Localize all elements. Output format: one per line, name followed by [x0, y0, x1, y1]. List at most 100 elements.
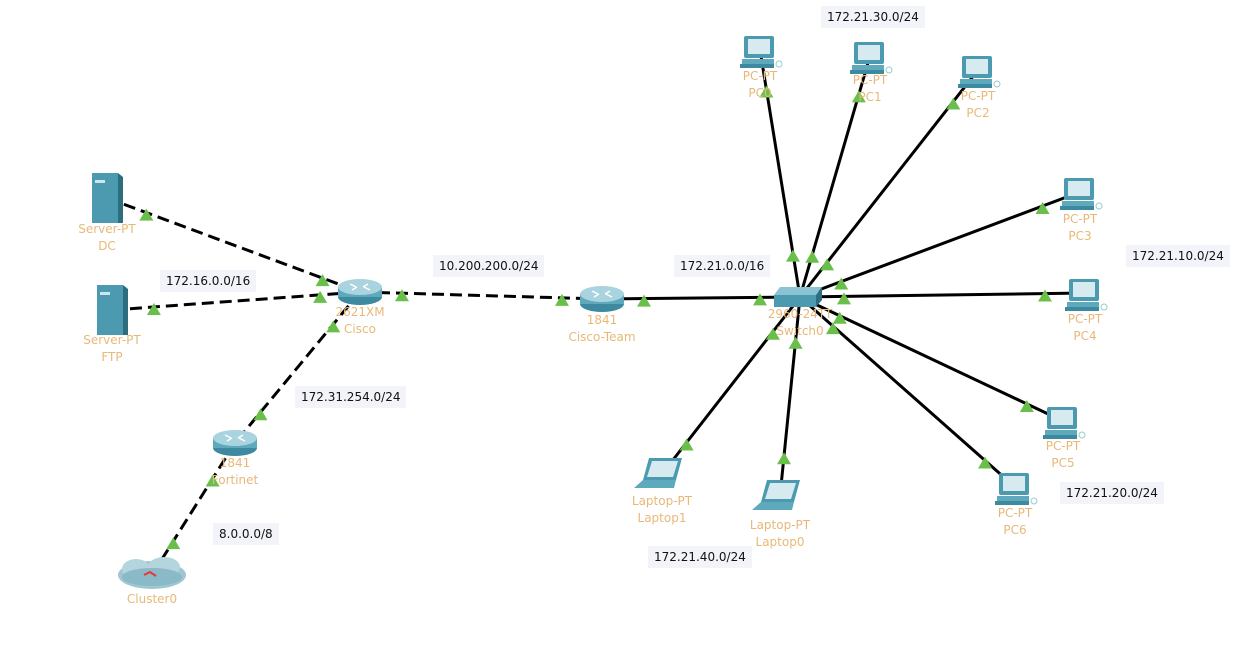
device-name-label: PC0: [748, 86, 771, 100]
device-name-label: PC5: [1051, 456, 1074, 470]
port-status-up-icon: [679, 438, 694, 451]
port-status-up-icon: [978, 456, 993, 469]
port-status-up-icon: [788, 336, 803, 349]
device-model-label: 2621XM: [335, 305, 384, 319]
device-name-label: PC3: [1068, 229, 1091, 243]
port-status-up-icon: [555, 293, 570, 306]
device-DC[interactable]: Server-PT DC: [78, 173, 136, 253]
subnet-note: 172.21.20.0/24: [1060, 482, 1164, 504]
pc-icon: [850, 42, 893, 74]
link-Switch0-PC3[interactable]: [799, 190, 1081, 299]
subnet-note: 172.31.254.0/24: [295, 386, 407, 408]
device-model-label: PC-PT: [853, 73, 888, 87]
port-status-up-icon: [820, 258, 835, 271]
device-model-label: PC-PT: [743, 69, 778, 83]
device-FTP[interactable]: Server-PT FTP: [83, 285, 141, 364]
laptop-icon: [634, 458, 682, 488]
subnet-note: 10.200.200.0/24: [433, 255, 545, 277]
router-icon: [580, 286, 624, 312]
device-model-label: PC-PT: [1063, 212, 1098, 226]
link-Fortinet-Cluster0[interactable]: [150, 442, 237, 576]
device-model-label: Server-PT: [83, 333, 141, 347]
device-model-label: PC-PT: [1068, 312, 1103, 326]
pc-icon: [958, 56, 1001, 88]
pc-icon: [740, 36, 783, 68]
device-PC0[interactable]: PC-PT PC0: [740, 36, 783, 100]
port-status-up-icon: [753, 293, 768, 306]
device-name-label: Laptop1: [638, 511, 687, 525]
link-Switch0-PC5[interactable]: [799, 295, 1064, 423]
pc-icon: [1060, 178, 1103, 210]
device-Cisco[interactable]: 2621XM Cisco: [335, 279, 385, 336]
router-icon: [338, 279, 382, 305]
device-name-label: Cisco: [344, 322, 376, 336]
port-status-up-icon: [326, 320, 341, 333]
device-name-label: DC: [98, 239, 116, 253]
server-icon: [97, 285, 128, 335]
subnet-note: 172.16.0.0/16: [160, 270, 257, 292]
device-name-label: Fortinet: [212, 473, 259, 487]
device-PC1[interactable]: PC-PT PC1: [850, 42, 893, 104]
device-model-label: PC-PT: [998, 506, 1033, 520]
port-status-up-icon: [836, 292, 851, 305]
pc-icon: [1065, 279, 1108, 311]
pc-icon: [1043, 407, 1086, 439]
subnet-note: 172.21.30.0/24: [821, 6, 925, 28]
device-name-label: Cisco-Team: [568, 330, 635, 344]
device-name-label: PC4: [1073, 329, 1096, 343]
device-Cluster0[interactable]: Cluster0: [118, 557, 186, 606]
device-name-label: PC1: [858, 90, 881, 104]
port-status-up-icon: [166, 537, 181, 550]
port-status-up-icon: [946, 97, 961, 110]
subnet-note: 172.21.10.0/24: [1126, 245, 1230, 267]
port-status-up-icon: [805, 250, 820, 263]
device-name-label: Laptop0: [756, 535, 805, 549]
device-PC2[interactable]: PC-PT PC2: [958, 56, 1001, 120]
port-status-up-icon: [851, 90, 866, 103]
device-model-label: Server-PT: [78, 222, 136, 236]
link-Cisco-CiscoTeam[interactable]: [359, 290, 603, 301]
link-Switch0-PC4[interactable]: [799, 291, 1086, 299]
pc-icon: [995, 473, 1038, 505]
device-model-label: 1841: [587, 313, 618, 327]
port-status-up-icon: [146, 302, 161, 315]
device-name-label: Cluster0: [127, 592, 177, 606]
device-model-label: 2960-24TT: [768, 307, 833, 321]
device-Switch0[interactable]: 2960-24TT Switch0: [768, 287, 833, 338]
device-PC6[interactable]: PC-PT PC6: [995, 473, 1038, 537]
port-status-up-icon: [394, 289, 409, 302]
cloud-icon: [118, 557, 186, 589]
port-status-up-icon: [636, 294, 651, 307]
laptop-icon: [752, 480, 800, 510]
device-PC3[interactable]: PC-PT PC3: [1060, 178, 1103, 243]
port-status-up-icon: [759, 85, 774, 98]
device-model-label: 1841: [220, 456, 251, 470]
device-name-label: FTP: [101, 350, 122, 364]
device-model-label: PC-PT: [1046, 439, 1081, 453]
device-name-label: Switch0: [776, 324, 823, 338]
port-status-up-icon: [776, 452, 791, 465]
port-status-up-icon: [315, 274, 330, 287]
switch-icon: [774, 287, 822, 307]
device-model-label: PC-PT: [961, 89, 996, 103]
port-status-up-icon: [205, 474, 220, 487]
device-name-label: PC2: [966, 106, 989, 120]
device-PC4[interactable]: PC-PT PC4: [1065, 279, 1108, 343]
port-status-up-icon: [765, 327, 780, 340]
subnet-note: 8.0.0.0/8: [213, 523, 279, 545]
router-icon: [213, 430, 257, 456]
port-status-up-icon: [1038, 289, 1053, 302]
device-name-label: PC6: [1003, 523, 1026, 537]
device-PC5[interactable]: PC-PT PC5: [1043, 407, 1086, 470]
port-status-up-icon: [313, 290, 328, 303]
port-status-up-icon: [834, 277, 849, 290]
port-status-up-icon: [832, 311, 847, 324]
link-CiscoTeam-Switch0[interactable]: [601, 295, 801, 301]
subnet-note: 172.21.40.0/24: [648, 546, 752, 568]
